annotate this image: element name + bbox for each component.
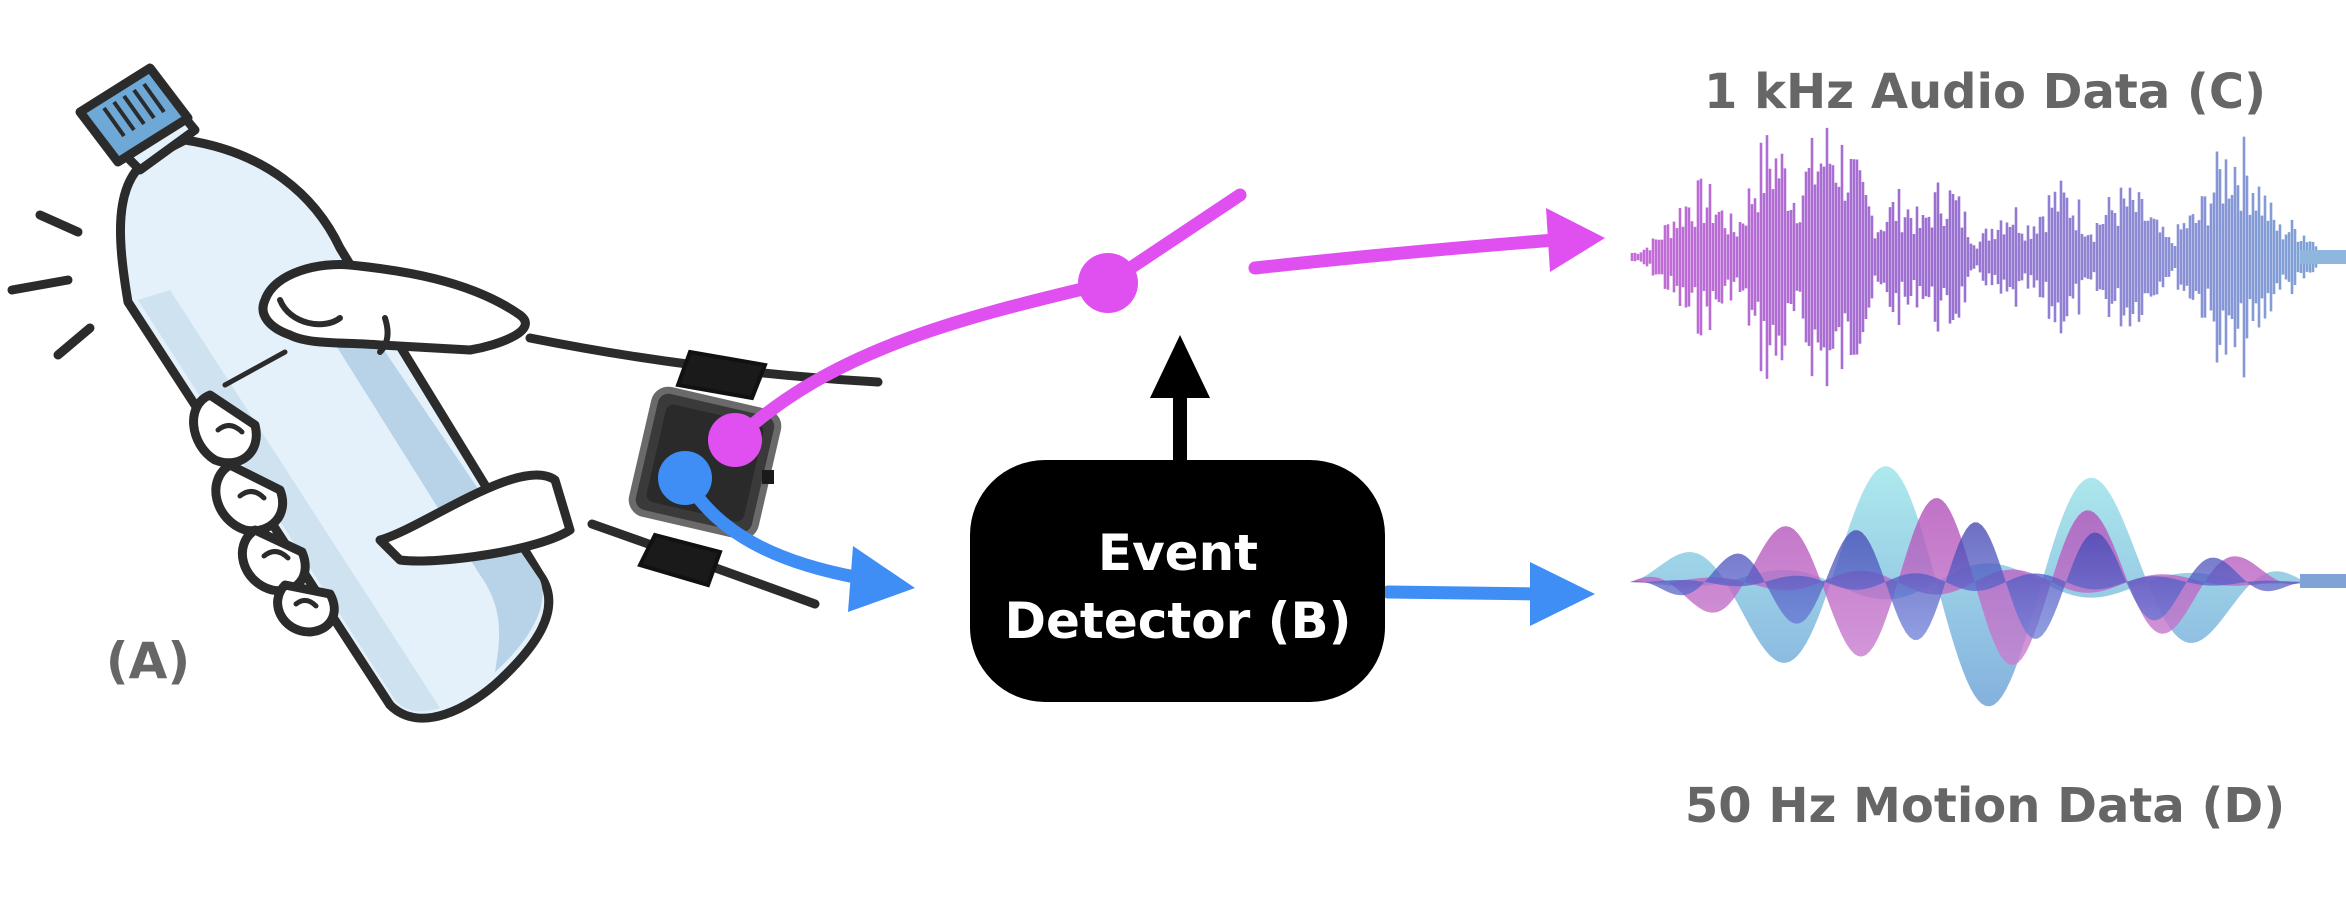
event-detector-box bbox=[970, 460, 1385, 702]
motion-source-dot bbox=[658, 451, 712, 505]
label-audio: 1 kHz Audio Data (C) bbox=[1704, 64, 2266, 120]
hand-holding-bottle bbox=[7, 63, 883, 723]
audio-wave-tail bbox=[2300, 250, 2346, 264]
event-detector-label-line1: Event bbox=[1098, 524, 1258, 582]
label-motion: 50 Hz Motion Data (D) bbox=[1685, 778, 2285, 834]
event-detector-label-line2: Detector (B) bbox=[1005, 592, 1352, 650]
audio-output-line bbox=[1248, 233, 1562, 275]
audio-waveform bbox=[1630, 127, 2321, 387]
trigger-arrowhead bbox=[1150, 335, 1210, 398]
motion-arrowhead-out bbox=[1530, 562, 1595, 626]
motion-output-line bbox=[1381, 585, 1547, 601]
motion-arrowhead-in bbox=[848, 546, 915, 612]
audio-path bbox=[708, 188, 1605, 467]
audio-arrowhead bbox=[1546, 208, 1605, 272]
motion-wave-tail bbox=[2300, 574, 2346, 588]
fingernails bbox=[215, 423, 319, 609]
fingers bbox=[189, 390, 575, 637]
thumb bbox=[258, 260, 530, 355]
motion-waveform bbox=[1630, 466, 2302, 707]
motion-wave-blue bbox=[1630, 522, 2302, 640]
motion-path bbox=[658, 451, 1595, 626]
label-hand: (A) bbox=[106, 632, 190, 690]
audio-line-to-switch bbox=[728, 276, 1115, 447]
shake-lines bbox=[7, 210, 95, 360]
switch-pivot bbox=[1078, 253, 1138, 313]
audio-waveform-bars bbox=[1630, 127, 2321, 387]
audio-source-dot bbox=[708, 413, 762, 467]
bottle-cap bbox=[75, 63, 193, 167]
event-detector: Event Detector (B) bbox=[970, 335, 1385, 702]
